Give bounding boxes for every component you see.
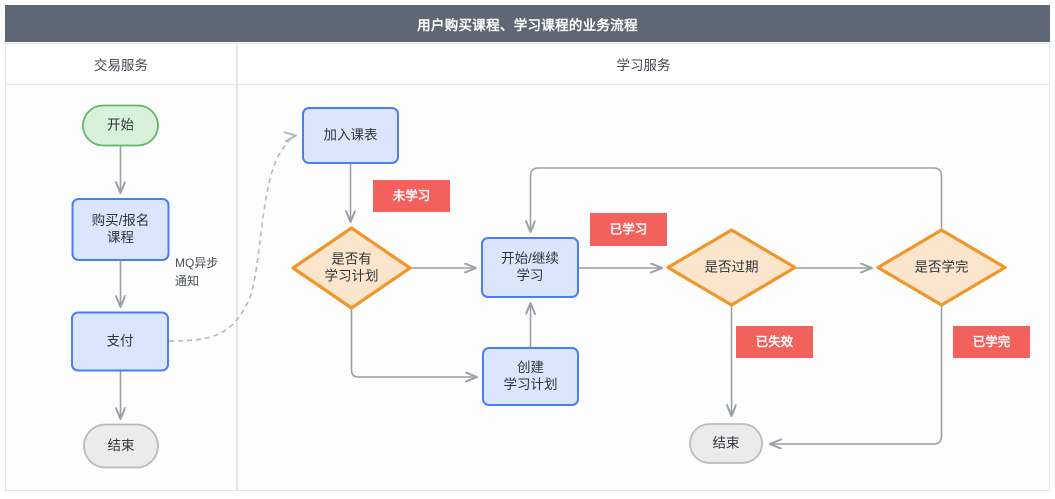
node-label: 支付	[107, 333, 134, 348]
node-join[interactable]: 加入课表	[302, 107, 399, 164]
process-shape	[302, 107, 399, 164]
decision-shape	[666, 228, 797, 307]
page-title: 用户购买课程、学习课程的业务流程	[417, 17, 638, 33]
terminator-shape	[83, 423, 159, 469]
badge-not-studied: 未学习	[373, 180, 450, 212]
node-label: 开始	[107, 117, 134, 132]
lane-header-study: 学习服务	[237, 43, 1050, 85]
node-end-study[interactable]: 结束	[689, 423, 763, 464]
badge-label: 已学完	[973, 334, 1011, 349]
lane-header-study-label: 学习服务	[616, 58, 671, 73]
diagram-title-bar: 用户购买课程、学习课程的业务流程	[5, 5, 1050, 42]
node-expired[interactable]: 是否过期	[666, 228, 797, 307]
edge-hasplan-no-to-createplan	[350, 309, 478, 377]
badge-shape	[953, 326, 1030, 358]
node-pay[interactable]: 支付	[71, 311, 169, 372]
node-create-plan[interactable]: 创建学习计划	[482, 347, 579, 406]
flow-edges	[121, 136, 943, 445]
badge-already-studied: 已学习	[590, 213, 667, 246]
edge-pay-to-join-mq	[168, 136, 296, 342]
node-label: 创建学习计划	[504, 360, 558, 392]
node-end-trade[interactable]: 结束	[83, 423, 159, 469]
process-shape	[71, 198, 170, 261]
badge-shape	[736, 326, 813, 358]
node-label: 开始/继续学习	[501, 251, 559, 283]
node-study-go[interactable]: 开始/继续学习	[481, 237, 579, 298]
node-label: 是否学完	[915, 259, 969, 274]
lane-header-trade-label: 交易服务	[94, 58, 148, 73]
process-shape	[481, 237, 579, 298]
decision-shape	[876, 228, 1007, 307]
badge-label: 已学习	[610, 221, 648, 236]
node-buy[interactable]: 购买/报名课程	[71, 198, 170, 261]
process-shape	[71, 311, 169, 372]
edge-label-mq-async-notify: MQ异步通知	[175, 256, 218, 288]
badge-label: 已失效	[756, 334, 794, 349]
node-label: 结束	[108, 438, 135, 453]
node-label: 购买/报名课程	[92, 213, 150, 245]
lane-header-trade: 交易服务	[5, 43, 237, 85]
node-finished[interactable]: 是否学完	[876, 228, 1007, 307]
terminator-shape	[689, 423, 763, 464]
edge-finished-loop-to-study	[531, 167, 943, 232]
decision-shape	[291, 226, 412, 310]
node-label: 结束	[713, 435, 741, 450]
edge-label-text: MQ异步通知	[175, 256, 218, 288]
flow-edge-labels: MQ异步通知	[175, 256, 218, 288]
node-label: 是否有学习计划	[325, 251, 379, 283]
edge-finished-to-end	[770, 306, 943, 444]
badge-shape	[590, 213, 667, 246]
badge-invalidated: 已失效	[736, 326, 813, 358]
node-has-plan[interactable]: 是否有学习计划	[291, 226, 412, 310]
node-start[interactable]: 开始	[82, 104, 159, 147]
node-label: 是否过期	[705, 259, 759, 274]
badge-label: 未学习	[392, 188, 431, 203]
node-label: 加入课表	[324, 127, 378, 142]
terminator-shape	[82, 104, 159, 147]
badge-shape	[373, 180, 450, 212]
badge-completed: 已学完	[953, 326, 1030, 358]
process-shape	[482, 347, 579, 406]
